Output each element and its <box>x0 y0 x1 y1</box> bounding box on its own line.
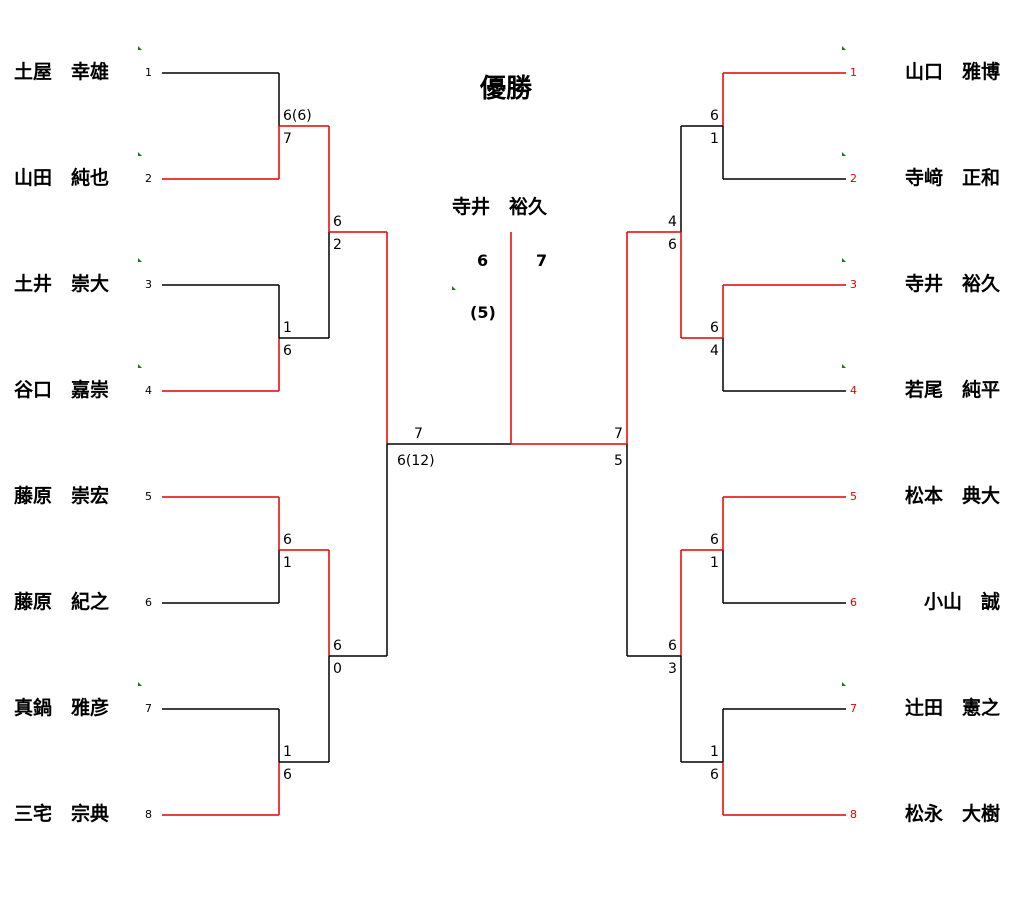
match-score: 1 <box>710 131 719 147</box>
final-right-score: 7 <box>536 251 548 270</box>
seed-number: 6 <box>145 596 152 609</box>
final-tiebreak: (5) <box>470 303 496 322</box>
match-score: 6(12) <box>397 453 435 469</box>
player-name: 寺﨑 正和 <box>904 167 1000 189</box>
match-score: 1 <box>283 744 292 760</box>
player-name: 若尾 純平 <box>904 379 1000 401</box>
title-champion-label: 優勝 <box>480 74 533 104</box>
match-score: 6 <box>283 532 292 548</box>
match-score: 6 <box>668 638 677 654</box>
match-score: 1 <box>710 744 719 760</box>
match-score: 6 <box>710 532 719 548</box>
match-score: 6 <box>333 214 342 230</box>
player-name: 土屋 幸雄 <box>14 61 110 83</box>
player-name: 土井 崇大 <box>14 273 110 295</box>
tick-mark <box>842 46 846 50</box>
tick-mark <box>138 682 142 686</box>
player-name: 寺井 裕久 <box>904 273 1000 295</box>
match-score: 0 <box>333 661 342 677</box>
tick-mark <box>842 364 846 368</box>
player-name: 真鍋 雅彦 <box>14 697 110 719</box>
player-name: 藤原 紀之 <box>14 591 110 613</box>
match-score: 5 <box>614 453 623 469</box>
seed-number: 1 <box>145 66 152 79</box>
seed-number: 5 <box>850 490 857 503</box>
tick-mark <box>452 286 456 290</box>
seed-number: 8 <box>850 808 857 821</box>
match-score: 6 <box>710 108 719 124</box>
seed-number: 8 <box>145 808 152 821</box>
final-left-score: 6 <box>477 251 489 270</box>
match-score: 4 <box>710 343 719 359</box>
seed-number: 4 <box>145 384 152 397</box>
player-name: 松本 典大 <box>904 485 1000 507</box>
seed-number: 4 <box>850 384 857 397</box>
seed-number: 3 <box>145 278 152 291</box>
player-name: 松永 大樹 <box>904 803 1000 825</box>
player-name: 谷口 嘉崇 <box>14 379 110 401</box>
match-score: 7 <box>414 426 423 442</box>
match-score: 1 <box>283 320 292 336</box>
match-score: 6 <box>333 638 342 654</box>
match-score: 7 <box>283 131 292 147</box>
match-score: 6 <box>283 343 292 359</box>
player-name: 山田 純也 <box>14 167 110 189</box>
match-score: 6 <box>668 237 677 253</box>
seed-number: 3 <box>850 278 857 291</box>
tick-mark <box>842 152 846 156</box>
tick-mark <box>138 364 142 368</box>
player-name: 藤原 崇宏 <box>14 485 110 507</box>
match-score: 1 <box>710 555 719 571</box>
tick-mark <box>138 152 142 156</box>
match-score: 4 <box>668 214 677 230</box>
seed-number: 2 <box>850 172 857 185</box>
player-name: 辻田 憲之 <box>904 697 1000 719</box>
champion-name: 寺井 裕久 <box>452 196 548 218</box>
seed-number: 2 <box>145 172 152 185</box>
player-name: 三宅 宗典 <box>14 803 110 825</box>
match-score: 2 <box>333 237 342 253</box>
match-score: 7 <box>614 426 623 442</box>
player-name: 小山 誠 <box>923 591 1000 613</box>
tick-mark <box>138 258 142 262</box>
tick-mark <box>842 682 846 686</box>
seed-number: 7 <box>145 702 152 715</box>
tick-mark <box>138 46 142 50</box>
match-score: 3 <box>668 661 677 677</box>
tick-mark <box>842 258 846 262</box>
seed-number: 5 <box>145 490 152 503</box>
seed-number: 1 <box>850 66 857 79</box>
seed-number: 6 <box>850 596 857 609</box>
match-score: 6 <box>710 767 719 783</box>
match-score: 1 <box>283 555 292 571</box>
seed-number: 7 <box>850 702 857 715</box>
match-score: 6 <box>710 320 719 336</box>
player-name: 山口 雅博 <box>904 61 1000 83</box>
match-score: 6 <box>283 767 292 783</box>
match-score: 6(6) <box>283 108 312 124</box>
